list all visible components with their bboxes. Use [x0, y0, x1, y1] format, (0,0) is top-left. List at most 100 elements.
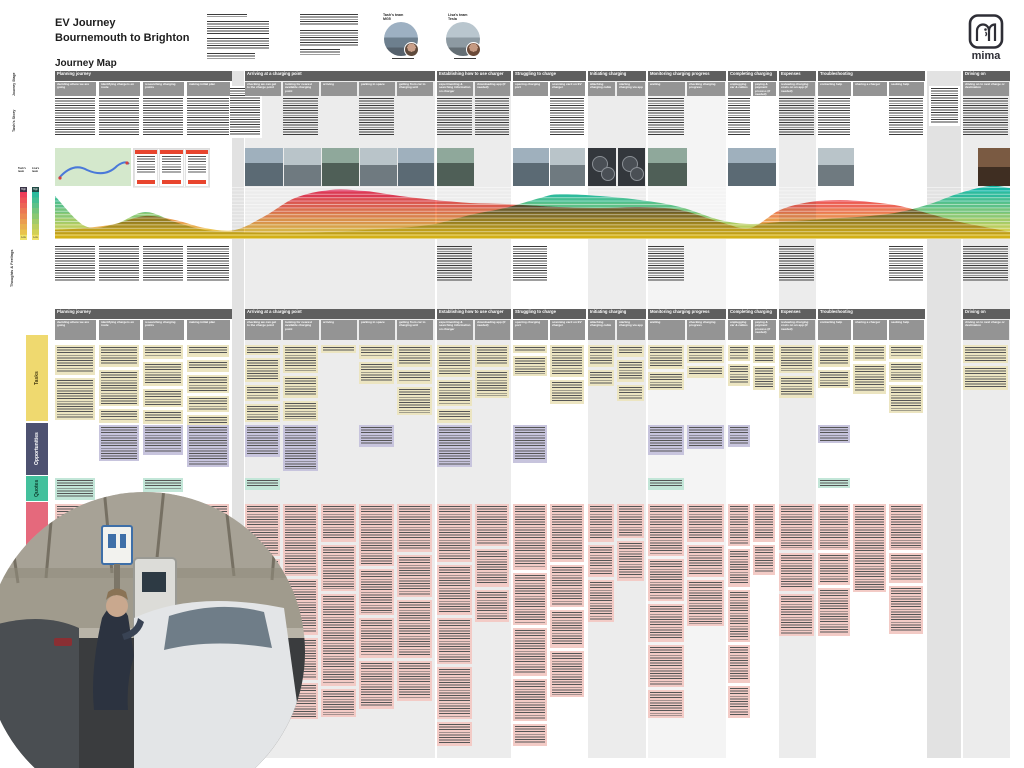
team2-avatar	[466, 42, 481, 57]
phase-step: making initial plan	[187, 320, 230, 340]
sticky-note-tasks	[728, 345, 750, 361]
journey-photo	[818, 148, 854, 186]
sticky-note-notes	[397, 600, 432, 658]
sticky-note-notes	[513, 573, 547, 625]
sticky-note-opportunities	[437, 425, 472, 467]
sticky-note-tasks	[143, 389, 183, 407]
phase-step: opening charging port	[513, 320, 548, 340]
phase-step: waiting	[648, 320, 685, 340]
sticky-note-quotes	[648, 478, 684, 490]
sticky-note-notes	[359, 618, 394, 658]
sticky-note-notes	[321, 504, 356, 542]
sticky-note-notes	[818, 553, 850, 585]
team1-caption	[392, 58, 414, 60]
journey-photo	[55, 148, 131, 186]
phase-band: Initiating charging	[588, 309, 646, 319]
sticky-note-opportunities	[728, 425, 750, 447]
sticky-note-notes	[397, 661, 432, 701]
sticky-note-notes	[687, 504, 724, 542]
sticky-note-opportunities	[648, 425, 684, 455]
story-text-cell	[889, 98, 923, 142]
sticky-note-notes	[779, 504, 814, 550]
phase-step: driving on to next charge or destination	[963, 320, 1009, 340]
sticky-note-opportunities	[359, 425, 394, 447]
sticky-note-notes	[753, 504, 775, 542]
gap-note	[929, 86, 960, 126]
sticky-note-tasks	[648, 372, 684, 390]
phase-step: deciding where we are going	[55, 320, 96, 340]
sticky-note-notes	[437, 618, 472, 664]
sticky-note-tasks	[588, 370, 614, 386]
journey-photo	[245, 148, 283, 186]
phase-step: sharing a charger	[853, 82, 887, 96]
sticky-note-tasks	[99, 345, 139, 367]
story-text-cell	[550, 98, 584, 142]
phase-band: Establishing how to use charger	[437, 71, 511, 81]
sticky-note-notes	[687, 580, 724, 626]
intro-paragraphs-col2	[300, 14, 358, 60]
sticky-note-notes	[475, 590, 509, 622]
phase-step: making initial plan	[187, 82, 230, 96]
journey-photo	[513, 148, 549, 186]
feelings-text-cell	[55, 246, 95, 288]
sticky-note-quotes	[818, 478, 850, 488]
phase-band: Expenses	[779, 309, 816, 319]
story-text-cell	[283, 98, 318, 142]
sticky-note-tasks	[283, 401, 318, 421]
journey-photo	[284, 148, 321, 186]
phase-step: scanning card on EV charger	[550, 82, 585, 96]
sticky-note-tasks	[245, 358, 280, 382]
team1-label: Tash's team MG5	[383, 13, 404, 22]
phase-step: downloading app (if needed)	[475, 320, 510, 340]
story-text-cell	[359, 98, 394, 142]
journey-photo	[618, 148, 645, 186]
sticky-note-tasks	[963, 366, 1008, 390]
legend-low-tag1: Low	[20, 235, 27, 240]
phase-step: sharing a charger	[853, 320, 887, 340]
legend-team2-caption: Lisa's team	[32, 167, 40, 173]
sticky-note-notes	[728, 645, 750, 683]
phase-step: contacting help	[818, 320, 851, 340]
sticky-note-notes	[779, 553, 814, 591]
phase-step: experimenting & searching information on…	[437, 82, 473, 96]
phase-step: reviewing charging costs on an app (if n…	[779, 82, 815, 96]
phase-band: Troubleshooting	[818, 309, 925, 319]
sticky-note-tasks	[753, 345, 775, 363]
story-text-cell	[143, 98, 183, 142]
phase-step: seeking help	[889, 82, 924, 96]
sticky-note-tasks	[55, 378, 95, 420]
emotion-legend: Tash's team Lisa's team High High Low Lo…	[18, 167, 44, 242]
sticky-note-notes	[648, 504, 684, 556]
legend-bar-team2	[32, 187, 39, 240]
sticky-note-tasks	[475, 345, 509, 367]
sticky-note-tasks	[550, 380, 584, 404]
sticky-note-opportunities	[187, 425, 229, 467]
sticky-note-tasks	[779, 345, 814, 373]
sticky-note-tasks	[187, 360, 229, 372]
sticky-note-notes	[397, 504, 432, 552]
sticky-note-notes	[437, 667, 472, 719]
journey-photo	[360, 148, 397, 186]
phase-step: reviewing charging costs on an app (if n…	[779, 320, 815, 340]
sticky-note-tasks	[437, 345, 472, 377]
sticky-note-opportunities	[818, 425, 850, 443]
phase-step: starting charging via app	[617, 82, 645, 96]
journey-photo	[550, 148, 585, 186]
sticky-note-opportunities	[99, 425, 139, 461]
phase-step: arriving	[321, 320, 357, 340]
feelings-text-cell	[648, 246, 684, 288]
phase-step: researching charging points	[143, 320, 184, 340]
sticky-note-notes	[321, 594, 356, 686]
legend-high-tag1: High	[20, 187, 27, 192]
sticky-note-tasks	[283, 376, 318, 398]
sticky-note-notes	[889, 586, 923, 634]
phase-step: getting from car to charging unit	[397, 320, 433, 340]
sticky-note-tasks	[889, 362, 923, 382]
sticky-note-notes	[513, 679, 547, 721]
sticky-note-notes	[550, 504, 584, 562]
sticky-note-notes	[321, 689, 356, 717]
phase-step: scanning card on EV charger	[550, 320, 585, 340]
sticky-note-notes	[588, 504, 614, 542]
poster-title: EV Journey Bournemouth to Brighton	[55, 17, 190, 44]
